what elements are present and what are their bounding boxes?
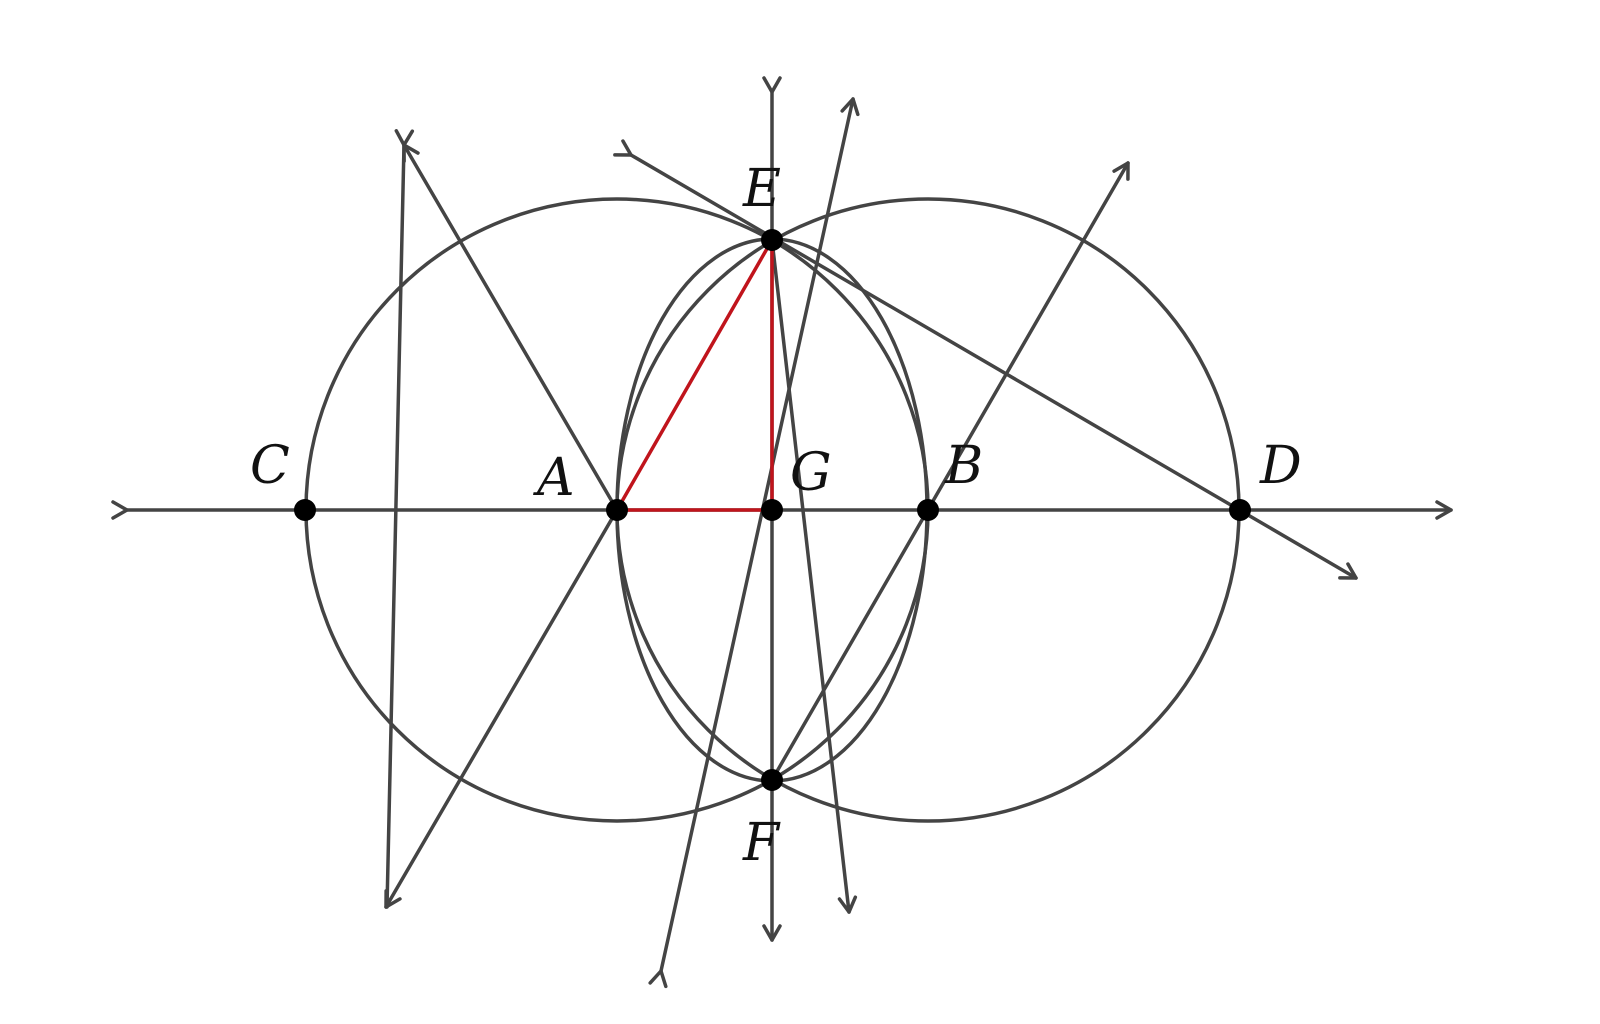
label-e: E <box>742 159 781 219</box>
point-f <box>761 769 783 791</box>
highlighted-triangle-aeg <box>615 238 774 512</box>
label-a: A <box>533 448 575 508</box>
points <box>294 229 1251 791</box>
point-d <box>1229 499 1251 521</box>
line-a-to-upper-left <box>402 143 619 512</box>
label-f: F <box>742 813 781 873</box>
line-a-to-lower-left <box>384 508 619 909</box>
point-e <box>761 229 783 251</box>
line-through-a-perpendicular-left <box>385 129 415 909</box>
label-g: G <box>790 443 832 503</box>
label-d: D <box>1259 436 1302 496</box>
label-b: B <box>944 436 983 496</box>
point-b <box>917 499 939 521</box>
point-labels: C A G B D E F <box>250 159 1302 873</box>
label-c: C <box>250 436 290 496</box>
construction-lines <box>111 76 1453 989</box>
point-g <box>761 499 783 521</box>
point-c <box>294 499 316 521</box>
segment-ae <box>615 238 774 512</box>
line-through-e-and-b-lower-right <box>770 238 858 914</box>
point-a <box>606 499 628 521</box>
